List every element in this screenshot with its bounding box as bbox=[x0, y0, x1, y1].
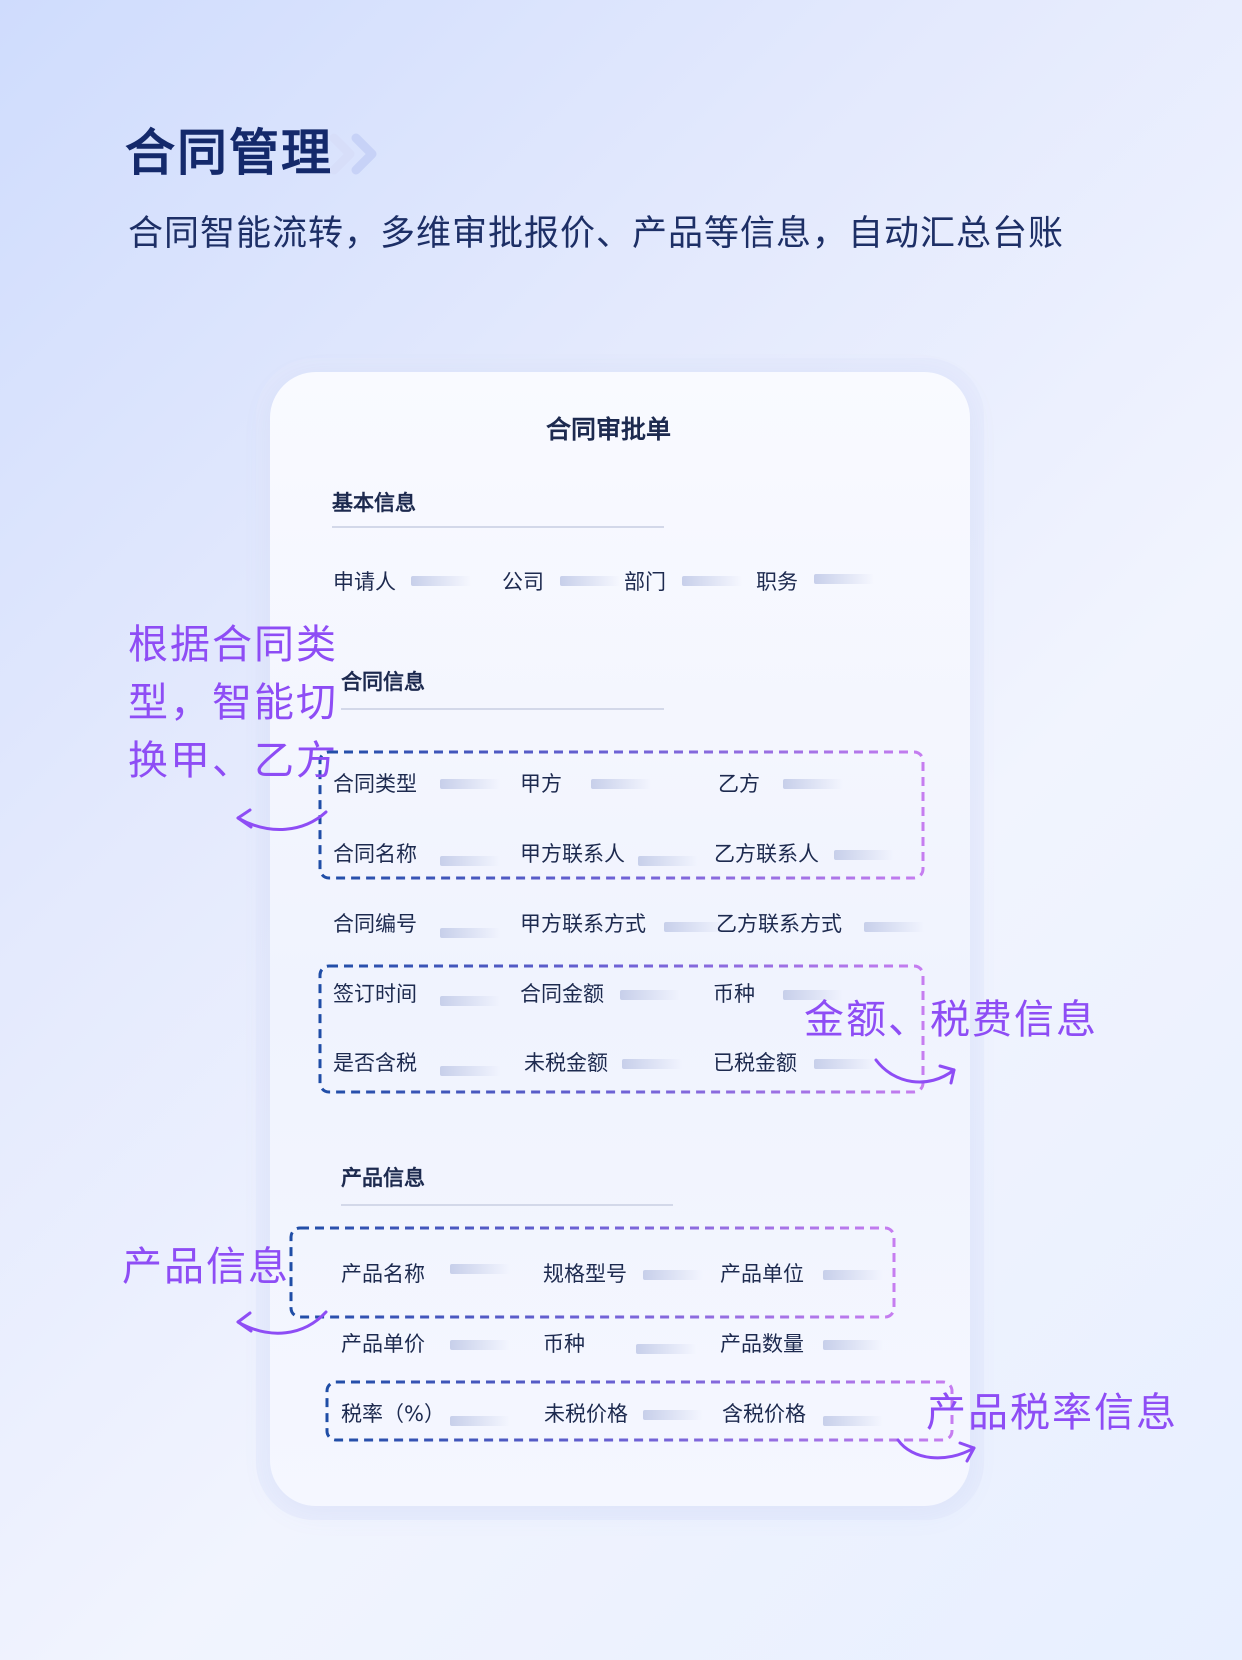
field-label-tax-included: 是否含税 bbox=[333, 1051, 417, 1075]
field-label-unit-price: 产品单价 bbox=[341, 1332, 425, 1356]
field-label-contract-name: 合同名称 bbox=[333, 842, 417, 866]
annotation-amount-tax: 金额、税费信息 bbox=[804, 997, 1098, 1043]
field-value-company[interactable] bbox=[560, 576, 620, 586]
section-divider-basic bbox=[332, 526, 664, 528]
field-label-product-name: 产品名称 bbox=[341, 1262, 425, 1286]
field-label-pre-tax-amount: 未税金额 bbox=[524, 1051, 608, 1075]
field-value-unit-price[interactable] bbox=[450, 1340, 510, 1350]
field-value-position[interactable] bbox=[814, 574, 874, 584]
section-divider-contract bbox=[341, 708, 664, 710]
annotation-product-info: 产品信息 bbox=[122, 1244, 290, 1290]
field-label-department: 部门 bbox=[624, 570, 666, 594]
field-value-contract-name[interactable] bbox=[440, 856, 500, 866]
field-label-party-b-phone: 乙方联系方式 bbox=[716, 912, 842, 936]
field-value-product-unit[interactable] bbox=[823, 1270, 883, 1280]
field-label-position: 职务 bbox=[756, 570, 798, 594]
field-value-party-a-contact[interactable] bbox=[638, 856, 698, 866]
field-value-taxed-amount[interactable] bbox=[814, 1059, 874, 1069]
page-subtitle: 合同智能流转，多维审批报价、产品等信息，自动汇总台账 bbox=[128, 214, 1065, 254]
section-title-basic: 基本信息 bbox=[332, 491, 416, 515]
form-title: 合同审批单 bbox=[546, 415, 672, 444]
field-value-quantity[interactable] bbox=[823, 1340, 883, 1350]
field-value-contract-number[interactable] bbox=[440, 928, 500, 938]
field-value-pre-tax-price[interactable] bbox=[643, 1410, 703, 1420]
field-label-contract-number: 合同编号 bbox=[333, 912, 417, 936]
field-label-sign-date: 签订时间 bbox=[333, 982, 417, 1006]
field-value-spec-model[interactable] bbox=[643, 1270, 703, 1280]
field-value-party-b-contact[interactable] bbox=[834, 850, 894, 860]
field-value-party-b-phone[interactable] bbox=[864, 922, 924, 932]
field-label-quantity: 产品数量 bbox=[720, 1332, 804, 1356]
field-value-contract-amount[interactable] bbox=[620, 990, 680, 1000]
section-divider-product bbox=[341, 1204, 673, 1206]
field-label-taxed-amount: 已税金额 bbox=[713, 1051, 797, 1075]
field-value-party-a[interactable] bbox=[591, 779, 651, 789]
field-label-party-a-contact: 甲方联系人 bbox=[520, 842, 625, 866]
field-value-product-name[interactable] bbox=[450, 1264, 510, 1274]
field-label-party-a-phone: 甲方联系方式 bbox=[520, 912, 646, 936]
field-value-product-currency[interactable] bbox=[636, 1344, 696, 1354]
field-value-tax-rate[interactable] bbox=[450, 1416, 510, 1426]
field-label-contract-amount: 合同金额 bbox=[520, 982, 604, 1006]
annotation-party-switch: 根据合同类型，智能切换甲、乙方 bbox=[128, 622, 338, 784]
field-value-department[interactable] bbox=[682, 576, 742, 586]
section-title-product: 产品信息 bbox=[341, 1166, 425, 1190]
field-value-contract-type[interactable] bbox=[440, 779, 500, 789]
field-label-pre-tax-price: 未税价格 bbox=[544, 1402, 628, 1426]
field-label-spec-model: 规格型号 bbox=[543, 1262, 627, 1286]
field-label-product-unit: 产品单位 bbox=[720, 1262, 804, 1286]
page-title: 合同管理 bbox=[125, 124, 333, 182]
field-label-party-a: 甲方 bbox=[520, 772, 562, 796]
field-label-party-b: 乙方 bbox=[718, 772, 760, 796]
annotation-product-tax: 产品税率信息 bbox=[926, 1390, 1178, 1436]
field-value-pre-tax-amount[interactable] bbox=[622, 1059, 682, 1069]
field-label-company: 公司 bbox=[502, 570, 544, 594]
field-value-party-b[interactable] bbox=[783, 779, 843, 789]
field-value-sign-date[interactable] bbox=[440, 996, 500, 1006]
field-label-taxed-price: 含税价格 bbox=[722, 1402, 806, 1426]
field-value-applicant[interactable] bbox=[411, 576, 471, 586]
field-label-currency: 币种 bbox=[713, 982, 755, 1006]
field-label-party-b-contact: 乙方联系人 bbox=[714, 842, 819, 866]
field-value-party-a-phone[interactable] bbox=[664, 922, 724, 932]
field-label-tax-rate: 税率（%） bbox=[341, 1402, 445, 1426]
section-title-contract: 合同信息 bbox=[341, 670, 425, 694]
field-value-taxed-price[interactable] bbox=[823, 1416, 883, 1426]
field-label-product-currency: 币种 bbox=[543, 1332, 585, 1356]
field-value-tax-included[interactable] bbox=[440, 1066, 500, 1076]
double-chevron-icon bbox=[330, 133, 377, 175]
field-label-applicant: 申请人 bbox=[333, 570, 396, 594]
